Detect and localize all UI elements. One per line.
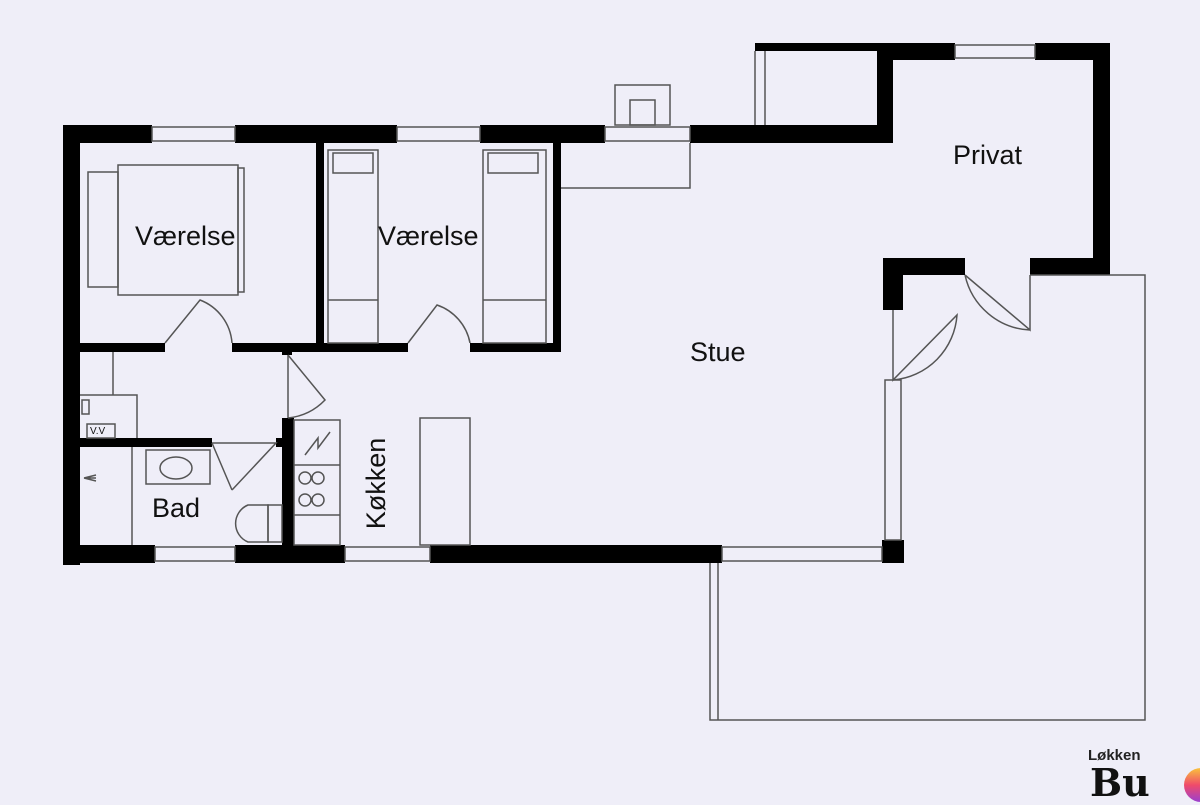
logo-sun-icon bbox=[1184, 768, 1200, 802]
room-label-bad: Bad bbox=[152, 493, 201, 523]
walls bbox=[63, 43, 1110, 565]
logo-main-text: Bu bbox=[1090, 760, 1150, 805]
vv-label: V.V bbox=[90, 426, 106, 437]
room-label-vaerelse-1: Værelse bbox=[135, 221, 236, 251]
room-label-stue: Stue bbox=[690, 337, 746, 367]
room-label-vaerelse-2: Værelse bbox=[378, 221, 479, 251]
logo: Løkken Bu bbox=[1088, 747, 1200, 805]
room-label-privat: Privat bbox=[953, 140, 1023, 170]
fixtures bbox=[80, 44, 1146, 721]
room-label-kokken: Køkken bbox=[361, 437, 391, 530]
logo-top-text: Løkken bbox=[1088, 747, 1141, 764]
